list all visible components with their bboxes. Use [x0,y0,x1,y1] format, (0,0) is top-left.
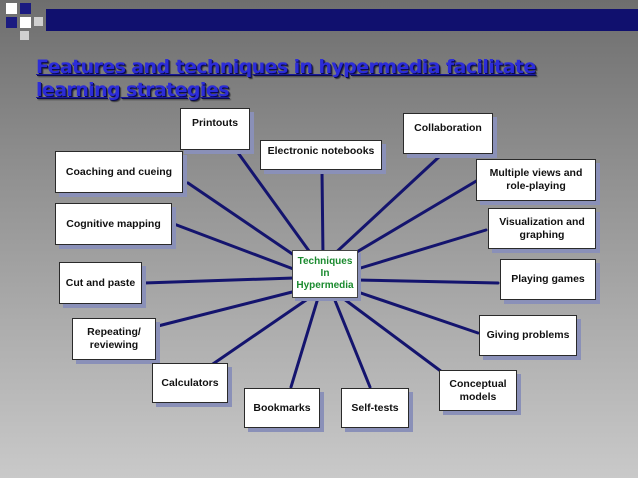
node-multiple-views: Multiple views and role-playing [476,159,596,201]
node-visualization: Visualization and graphing [488,208,596,249]
line-electronic-notebooks [320,169,325,258]
decor-square-1 [6,3,17,14]
slide-title: Features and techniques in hypermedia fa… [36,56,536,101]
line-giving-problems [350,288,480,335]
node-calculators: Calculators [152,363,228,403]
line-playing-games [354,278,500,285]
decor-square-2 [20,3,31,14]
line-repeating [156,288,302,328]
node-cognitive-mapping: Cognitive mapping [55,203,172,245]
node-playing-games: Playing games [500,259,596,300]
line-calculators [208,294,314,368]
node-repeating-reviewing: Repeating/ reviewing [72,318,156,360]
line-conceptual-models [338,294,444,374]
line-cognitive-mapping [172,222,298,272]
node-conceptual-models: Conceptual models [439,370,517,411]
line-coaching [186,181,312,268]
decor-square-5 [34,17,43,26]
header-bar [46,9,638,31]
center-node-techniques: Techniques In Hypermedia [292,250,358,298]
node-cut-paste: Cut and paste [59,262,142,304]
node-collaboration: Collaboration [403,113,493,154]
node-bookmarks: Bookmarks [244,388,320,428]
line-printouts [234,148,319,264]
node-coaching-cueing: Coaching and cueing [55,151,183,193]
node-printouts: Printouts [180,108,250,150]
line-visualization [352,228,488,272]
line-self-tests [332,296,372,389]
decor-square-6 [20,31,29,40]
line-cut-paste [142,276,296,285]
decor-square-3 [6,17,17,28]
node-electronic-notebooks: Electronic notebooks [260,140,382,170]
line-collaboration [328,154,442,260]
line-bookmarks [289,296,320,389]
node-giving-problems: Giving problems [479,315,577,356]
node-self-tests: Self-tests [341,388,409,428]
decor-square-4 [20,17,31,28]
line-multiple-views [338,178,480,264]
